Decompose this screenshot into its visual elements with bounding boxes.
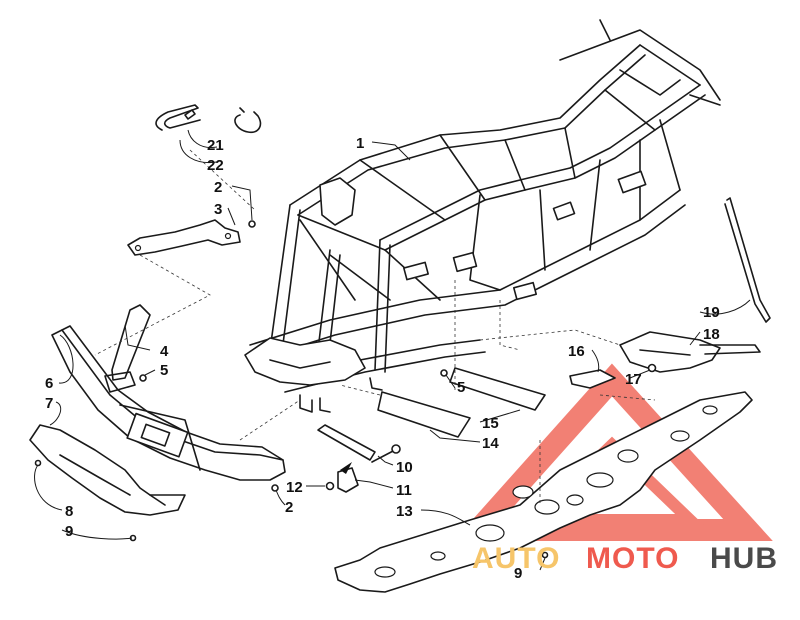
callout-14: 14 — [482, 435, 499, 452]
callout-4: 4 — [160, 343, 169, 360]
footrest-bar-14 — [377, 391, 471, 438]
fastener-5-left — [139, 374, 147, 382]
fastener-8 — [34, 459, 42, 467]
callout-7: 7 — [45, 395, 53, 412]
front-bumper — [51, 325, 286, 481]
rear-bracket-18 — [619, 331, 761, 373]
watermark-text-hub: HUB — [710, 542, 778, 575]
callout-13: 13 — [396, 503, 413, 520]
callout-11: 11 — [396, 482, 412, 499]
leader-lines — [34, 129, 751, 571]
nut-12 — [325, 481, 335, 491]
fastener-5-center — [440, 369, 448, 377]
callout-15: 15 — [482, 415, 499, 432]
assembly-guides — [94, 149, 656, 505]
fastener-2-upper — [248, 220, 256, 228]
main-frame — [244, 19, 721, 413]
fastener-9-right — [541, 551, 549, 559]
callout-6: 6 — [45, 375, 53, 392]
callout-8: 8 — [65, 503, 73, 520]
callout-2-upper: 2 — [214, 179, 222, 196]
front-bracket — [127, 219, 241, 256]
footrest-bar-15 — [449, 367, 546, 411]
bolt-17 — [647, 363, 657, 373]
callouts: 1 2 2 3 4 5 5 6 7 8 9 9 10 11 12 13 14 1… — [45, 135, 720, 582]
cable-tie-22 — [155, 104, 201, 131]
callout-2-lower: 2 — [285, 499, 293, 516]
skid-plate — [334, 391, 753, 593]
rod-19 — [724, 197, 771, 323]
callout-17: 17 — [625, 371, 642, 388]
clamp-11 — [337, 462, 359, 493]
cable-clamp-21 — [234, 107, 262, 134]
callout-21: 21 — [207, 137, 224, 154]
callout-19: 19 — [703, 304, 720, 321]
callout-1: 1 — [356, 135, 364, 152]
callout-22: 22 — [207, 157, 224, 174]
callout-5-left: 5 — [160, 362, 168, 379]
callout-9-left: 9 — [65, 523, 73, 540]
callout-9-right: 9 — [514, 565, 522, 582]
watermark-text-auto: AUTO — [472, 542, 560, 575]
front-guard — [29, 424, 186, 516]
bolt-10 — [371, 444, 401, 463]
callout-18: 18 — [703, 326, 720, 343]
mount-bracket-10 — [317, 424, 376, 461]
watermark-wordmark: AUTO MOTO HUB — [472, 542, 778, 575]
rear-bracket-16 — [569, 369, 616, 389]
fastener-2-lower — [271, 484, 279, 492]
callout-5-center: 5 — [457, 379, 465, 396]
watermark-text-moto: MOTO — [586, 542, 679, 575]
callout-12: 12 — [286, 479, 303, 496]
bumper-strut — [104, 304, 151, 393]
callout-16: 16 — [568, 343, 585, 360]
callout-3: 3 — [214, 201, 222, 218]
callout-10: 10 — [396, 459, 413, 476]
